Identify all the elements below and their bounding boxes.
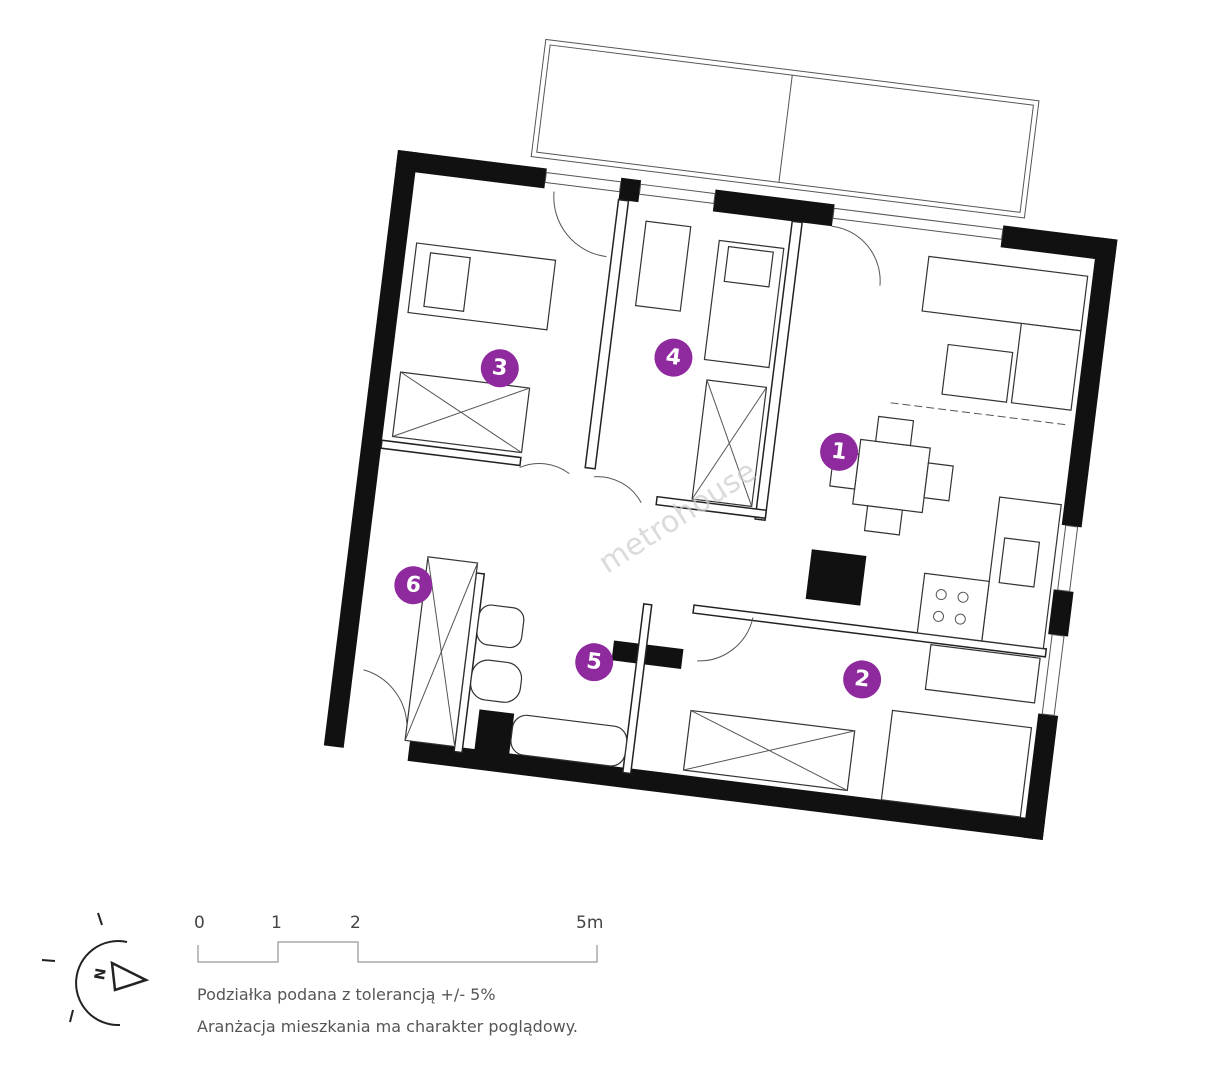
room-badge-2: 2 — [843, 660, 882, 699]
furniture — [363, 191, 1089, 818]
scale-tick-5m: 5m — [576, 913, 604, 933]
scale-tick-1: 1 — [271, 913, 282, 933]
room-badge-5: 5 — [575, 643, 614, 682]
svg-text:N: N — [92, 967, 110, 981]
watermark: metrohouse — [593, 454, 763, 581]
svg-text:5: 5 — [585, 649, 603, 676]
balcony — [530, 38, 1040, 219]
scale-tick-2: 2 — [350, 913, 361, 933]
scale-bar — [197, 941, 598, 963]
room-badge-6: 6 — [394, 566, 433, 605]
scale-tick-0: 0 — [194, 913, 205, 933]
svg-text:2: 2 — [853, 666, 871, 693]
room-badge-1: 1 — [820, 432, 859, 471]
room-badge-3: 3 — [480, 349, 519, 388]
exterior-walls — [323, 150, 1118, 840]
svg-text:1: 1 — [830, 438, 848, 465]
scale-tolerance-note: Podziałka podana z tolerancją +/- 5% — [197, 985, 496, 1004]
svg-text:6: 6 — [404, 572, 422, 599]
windows — [544, 171, 1079, 716]
svg-text:4: 4 — [664, 344, 682, 371]
arrangement-note: Aranżacja mieszkania ma charakter pogląd… — [197, 1017, 578, 1036]
interior-walls — [380, 198, 1048, 775]
svg-text:3: 3 — [491, 355, 509, 382]
compass-icon: N — [41, 912, 150, 1027]
room-badge-4: 4 — [654, 338, 693, 377]
